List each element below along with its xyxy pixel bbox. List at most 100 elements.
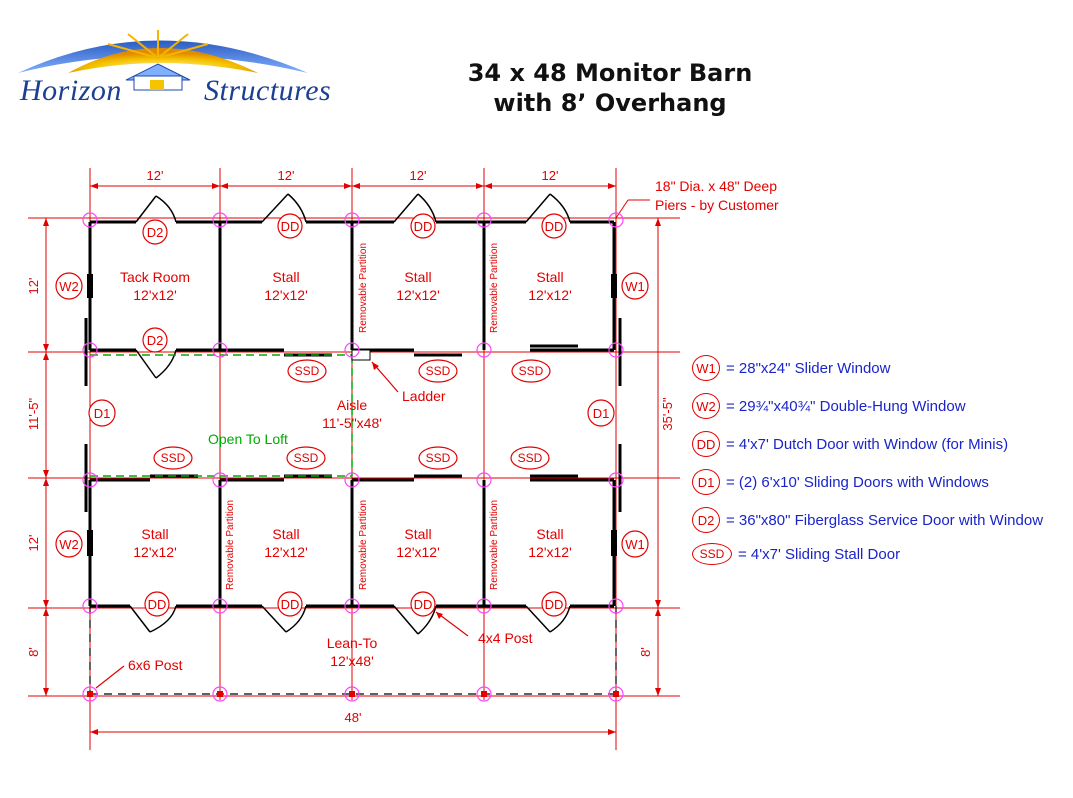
post-4x4-arrowhead bbox=[436, 612, 443, 619]
aisle-name: Aisle bbox=[337, 397, 368, 413]
symbol-labels: D2 DD DD DD D2 W2 W2 W1 W1 D1 D1 DD DD D… bbox=[59, 219, 645, 612]
dd-symbol: DD bbox=[148, 597, 167, 612]
pier-circles bbox=[82, 212, 624, 702]
removable-partition-label: Removable Partition bbox=[489, 500, 500, 590]
dd-symbol: DD bbox=[414, 597, 433, 612]
w1-symbol: W1 bbox=[625, 537, 645, 552]
dd-symbol: DD bbox=[545, 219, 564, 234]
ssd-symbol-labels: SSD SSD SSD SSD SSD SSD SSD bbox=[161, 364, 544, 465]
door-swings bbox=[129, 193, 571, 635]
ssd-symbol: SSD bbox=[294, 451, 319, 465]
lean-to-outline bbox=[89, 606, 617, 695]
dd-symbol: DD bbox=[545, 597, 564, 612]
tack-room-size: 12'x12' bbox=[133, 287, 177, 303]
aisle-size: 11'-5"x48' bbox=[322, 415, 382, 431]
dimension-arrowheads bbox=[43, 183, 661, 735]
ladder-arrowhead bbox=[372, 362, 379, 370]
w1-symbol: W1 bbox=[625, 279, 645, 294]
stall-name: Stall bbox=[536, 526, 563, 542]
stall-size: 12'x12' bbox=[528, 544, 572, 560]
legend-item-dd: DD = 4'x7' Dutch Door with Window (for M… bbox=[692, 430, 1008, 458]
removable-partition-label: Removable Partition bbox=[489, 243, 500, 333]
ladder-callout: Ladder bbox=[402, 388, 446, 404]
dim-top-4: 12' bbox=[542, 168, 559, 183]
legend-text: = 4'x7' Dutch Door with Window (for Mini… bbox=[726, 435, 1009, 453]
legend-text: = 4'x7' Sliding Stall Door bbox=[738, 545, 901, 563]
stall-size: 12'x12' bbox=[528, 287, 572, 303]
dim-left-2: 11'-5" bbox=[26, 398, 41, 431]
stall-name: Stall bbox=[272, 526, 299, 542]
open-to-loft-outline bbox=[90, 354, 353, 477]
stall-size: 12'x12' bbox=[264, 287, 308, 303]
piers-callout-line2: Piers - by Customer bbox=[655, 197, 779, 213]
dim-top-3: 12' bbox=[410, 168, 427, 183]
ssd-symbol: SSD bbox=[518, 451, 543, 465]
dimension-labels: 12' 12' 12' 12' 12' 11'-5" 12' 8' 35'-5"… bbox=[26, 168, 675, 725]
d1-symbol: D1 bbox=[593, 406, 610, 421]
w2-symbol: W2 bbox=[59, 537, 79, 552]
stall-size: 12'x12' bbox=[133, 544, 177, 560]
ssd-symbol: SSD bbox=[426, 451, 451, 465]
legend-item-ssd: SSD = 4'x7' Sliding Stall Door bbox=[692, 540, 900, 568]
stall-name: Stall bbox=[536, 269, 563, 285]
dim-bottom-total: 48' bbox=[345, 710, 362, 725]
stall-name: Stall bbox=[404, 526, 431, 542]
dim-left-4: 8' bbox=[26, 647, 41, 657]
dd-symbol: DD bbox=[281, 597, 300, 612]
piers-callout-line1: 18" Dia. x 48" Deep bbox=[655, 178, 777, 194]
logo-word-horizon: Horizon bbox=[20, 74, 122, 107]
ssd-symbol: SSD bbox=[161, 451, 186, 465]
legend-text: = 36"x80" Fiberglass Service Door with W… bbox=[726, 511, 1044, 529]
ssd-symbol: SSD bbox=[519, 364, 544, 378]
callouts: 18" Dia. x 48" Deep Piers - by Customer … bbox=[128, 178, 779, 673]
removable-partition-label: Removable Partition bbox=[358, 243, 369, 333]
d1-symbol: D1 bbox=[94, 406, 111, 421]
partition-labels: Removable Partition Removable Partition … bbox=[225, 243, 500, 590]
stall-size: 12'x12' bbox=[396, 544, 440, 560]
d2-symbol: D2 bbox=[147, 333, 164, 348]
dim-left-1: 12' bbox=[26, 278, 41, 295]
dim-top-2: 12' bbox=[278, 168, 295, 183]
legend-text: = (2) 6'x10' Sliding Doors with Windows bbox=[726, 473, 989, 491]
legend-symbol: SSD bbox=[692, 543, 732, 565]
title-line-1: 34 x 48 Monitor Barn bbox=[467, 59, 753, 87]
stall-name: Stall bbox=[404, 269, 431, 285]
room-labels: Tack Room 12'x12' Stall 12'x12' Stall 12… bbox=[120, 269, 572, 669]
legend-symbol: W1 bbox=[692, 355, 720, 381]
page-title: 34 x 48 Monitor Barn with 8’ Overhang bbox=[430, 58, 790, 118]
title-line-2: with 8’ Overhang bbox=[493, 89, 727, 117]
dim-top-1: 12' bbox=[147, 168, 164, 183]
dim-right-lean-to: 8' bbox=[638, 647, 653, 657]
legend-symbol: D1 bbox=[692, 469, 720, 495]
tack-room-name: Tack Room bbox=[120, 269, 190, 285]
dim-left-3: 12' bbox=[26, 535, 41, 552]
legend-symbol: W2 bbox=[692, 393, 720, 419]
legend-symbol: DD bbox=[692, 431, 720, 457]
stall-size: 12'x12' bbox=[264, 544, 308, 560]
stall-name: Stall bbox=[141, 526, 168, 542]
post-4x4-callout: 4x4 Post bbox=[478, 630, 533, 646]
legend-symbol: D2 bbox=[692, 507, 720, 533]
legend-text: = 29¾"x40¾" Double-Hung Window bbox=[726, 397, 966, 415]
window-marks bbox=[87, 274, 617, 556]
legend-item-d1: D1 = (2) 6'x10' Sliding Doors with Windo… bbox=[692, 468, 989, 496]
legend-item-d2: D2 = 36"x80" Fiberglass Service Door wit… bbox=[692, 506, 1043, 534]
walls bbox=[88, 220, 616, 608]
horizon-structures-logo: Horizon Structures bbox=[8, 18, 331, 108]
removable-partition-label: Removable Partition bbox=[225, 500, 236, 590]
symbol-shapes bbox=[55, 213, 649, 617]
dim-right-total: 35'-5" bbox=[660, 397, 675, 431]
stall-name: Stall bbox=[272, 269, 299, 285]
ladder-symbol bbox=[351, 349, 371, 361]
legend-item-w1: W1 = 28"x24" Slider Window bbox=[692, 354, 890, 382]
post-markers bbox=[87, 691, 619, 697]
legend-item-w2: W2 = 29¾"x40¾" Double-Hung Window bbox=[692, 392, 966, 420]
lean-to-size: 12'x48' bbox=[330, 653, 374, 669]
legend-text: = 28"x24" Slider Window bbox=[726, 359, 891, 377]
lean-to-name: Lean-To bbox=[327, 635, 378, 651]
d2-symbol: D2 bbox=[147, 225, 164, 240]
post-6x6-leader bbox=[95, 665, 125, 689]
stall-size: 12'x12' bbox=[396, 287, 440, 303]
open-to-loft-callout: Open To Loft bbox=[208, 431, 288, 447]
